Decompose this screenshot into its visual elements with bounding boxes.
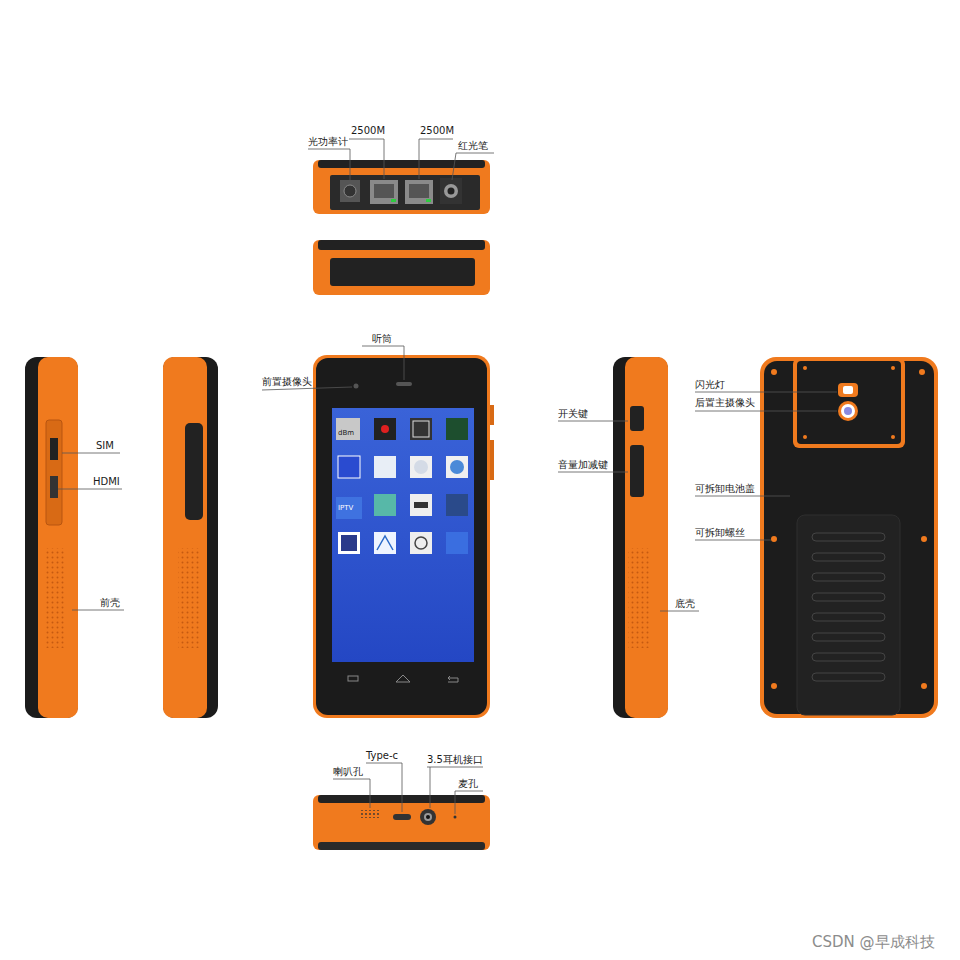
left-side-view xyxy=(25,357,78,718)
bottom-view xyxy=(313,795,490,850)
top-view xyxy=(313,160,490,214)
port-label: 麦孔 xyxy=(458,778,478,790)
part-label: 音量加减键 xyxy=(558,459,608,471)
port-label: 3.5耳机接口 xyxy=(427,754,483,766)
part-label: 闪光灯 xyxy=(695,379,725,391)
icon-text: IPTV xyxy=(338,504,353,512)
part-label: 前置摄像头 xyxy=(262,376,312,388)
part-label: 听筒 xyxy=(372,333,392,345)
leader-lines xyxy=(58,139,837,814)
port-label: 光功率计 xyxy=(308,136,348,148)
port-label: 2500M xyxy=(420,125,454,137)
end-view xyxy=(313,240,490,295)
part-label: 后置主摄像头 xyxy=(695,397,755,409)
part-label: 前壳 xyxy=(100,597,120,609)
front-view xyxy=(313,355,494,718)
part-label: 可拆卸螺丝 xyxy=(695,527,745,539)
right-side-view xyxy=(613,357,668,718)
port-label: SIM xyxy=(96,440,114,452)
port-label: HDMI xyxy=(93,476,120,488)
part-label: 可拆卸电池盖 xyxy=(695,483,755,495)
watermark: CSDN @早成科技 xyxy=(812,933,935,951)
icon-text: dBm xyxy=(338,429,354,437)
port-label: 2500M xyxy=(351,125,385,137)
port-label: 喇叭孔 xyxy=(333,766,363,778)
part-label: 开关键 xyxy=(558,408,588,420)
port-label: 红光笔 xyxy=(458,140,488,152)
port-label: Type-c xyxy=(366,750,398,762)
part-label: 底壳 xyxy=(675,598,695,610)
side-view xyxy=(163,357,218,718)
